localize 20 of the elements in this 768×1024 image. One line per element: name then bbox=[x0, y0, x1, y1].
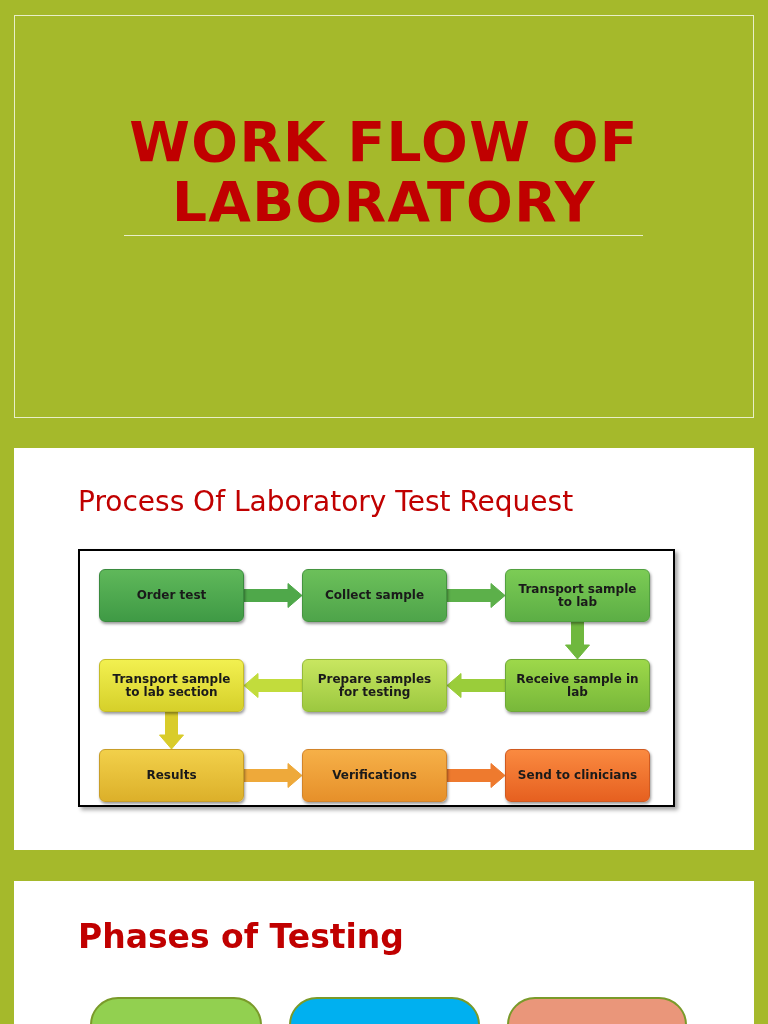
process-box: Collect sample bbox=[302, 569, 447, 622]
process-box: Order test bbox=[99, 569, 244, 622]
arrow bbox=[446, 673, 506, 698]
process-box: Send to clinicians bbox=[505, 749, 650, 802]
arrow bbox=[565, 621, 590, 660]
arrow bbox=[243, 763, 303, 788]
process-box: Results bbox=[99, 749, 244, 802]
arrow bbox=[243, 673, 303, 698]
arrow bbox=[159, 711, 184, 750]
process-box: Receive sample in lab bbox=[505, 659, 650, 712]
process-box: Transport sample to lab section bbox=[99, 659, 244, 712]
arrow bbox=[446, 763, 506, 788]
process-box: Verifications bbox=[302, 749, 447, 802]
process-box: Prepare samples for testing bbox=[302, 659, 447, 712]
section-heading: Process Of Laboratory Test Request bbox=[78, 484, 574, 520]
title: WORK FLOW OF LABORATORY bbox=[128, 112, 640, 232]
section-heading: Phases of Testing bbox=[78, 916, 404, 958]
process-box: Transport sample to lab bbox=[505, 569, 650, 622]
arrow bbox=[243, 583, 303, 608]
arrow bbox=[446, 583, 506, 608]
